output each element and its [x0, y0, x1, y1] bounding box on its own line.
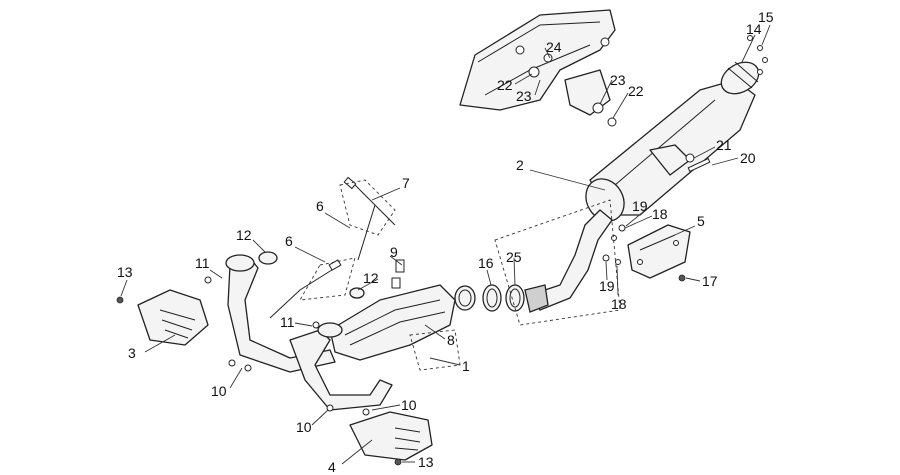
callout-7: 7 [402, 175, 410, 191]
callout-19-upper: 19 [632, 198, 648, 214]
callout-5: 5 [697, 213, 705, 229]
callout-16: 16 [478, 255, 494, 271]
clamp-16 [482, 284, 502, 312]
callout-11-upper: 11 [195, 255, 210, 271]
kit-box-2 [494, 199, 621, 326]
callout-22-left: 22 [497, 77, 513, 93]
fasteners [116, 35, 768, 466]
callout-6-upper: 6 [316, 198, 324, 214]
gasket-upper [258, 251, 278, 265]
frame-bracket [459, 9, 616, 116]
link-pipe [524, 209, 613, 313]
clamp-25 [505, 284, 525, 312]
callout-24: 24 [546, 39, 562, 55]
header-pipe-right [289, 322, 393, 411]
callout-6-lower: 6 [285, 233, 293, 249]
callout-22-right: 22 [628, 83, 644, 99]
heat-shield-lower [349, 411, 433, 461]
callout-13-left: 13 [117, 264, 133, 280]
callout-10-lower: 10 [296, 419, 312, 435]
callout-10-right: 10 [401, 397, 417, 413]
callout-12-lower: 12 [363, 270, 379, 286]
callout-12-upper: 12 [236, 227, 252, 243]
callout-20: 20 [740, 150, 756, 166]
callout-13-lower: 13 [418, 454, 434, 470]
callout-18-upper: 18 [652, 206, 668, 222]
callout-23-left: 23 [516, 88, 532, 104]
callout-4: 4 [328, 459, 336, 475]
callout-19-lower: 19 [599, 278, 615, 294]
callout-1: 1 [462, 358, 470, 374]
callout-3: 3 [128, 345, 136, 361]
kit-box-7 [339, 179, 396, 236]
catalyst [329, 284, 476, 361]
callout-11-lower: 11 [280, 314, 295, 330]
callout-labels: 1 2 3 4 5 6 6 7 8 9 10 10 10 10 11 11 12… [117, 9, 774, 475]
gasket-lower [349, 287, 365, 299]
callout-18-lower: 18 [611, 296, 627, 312]
callout-2: 2 [516, 157, 524, 173]
heat-shield-right [627, 224, 691, 279]
callout-9: 9 [390, 244, 398, 260]
callout-23-right: 23 [610, 72, 626, 88]
callout-21: 21 [716, 137, 732, 153]
callout-8: 8 [447, 332, 455, 348]
callout-14: 14 [746, 21, 762, 37]
callout-10-left: 10 [211, 383, 227, 399]
leader-lines [120, 24, 771, 465]
lambda-sensor-upper [343, 176, 396, 261]
kit-box-6 [299, 257, 356, 301]
muffler [585, 61, 760, 222]
callout-15: 15 [758, 9, 774, 25]
lambda-sensor-lower [269, 259, 342, 319]
heat-shield-left [137, 289, 209, 346]
callout-17: 17 [702, 273, 718, 289]
callout-25: 25 [506, 249, 522, 265]
